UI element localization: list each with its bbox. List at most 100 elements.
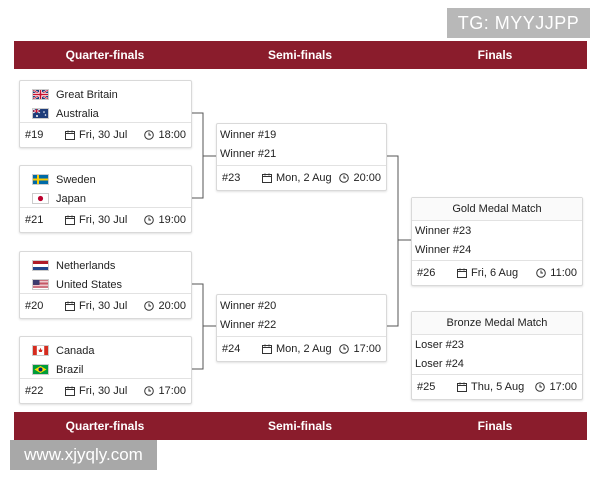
clock-icon (536, 268, 547, 278)
clock-icon (144, 215, 155, 225)
match-meta: #25 Thu, 5 Aug 17:00 (412, 374, 582, 399)
match-time: 11:00 (536, 267, 577, 279)
team-row: Winner #24 (412, 240, 582, 259)
match-card-20[interactable]: Netherlands United States #20 Fri, 30 Ju… (19, 251, 192, 319)
calendar-icon (262, 344, 272, 354)
flag-canada-icon (32, 345, 49, 356)
flag-australia-icon (32, 108, 49, 119)
stage-label-semifinals: Semi-finals (267, 48, 333, 62)
match-date-text: Fri, 6 Aug (471, 267, 519, 279)
match-time-text: 20:00 (158, 300, 186, 312)
match-number: #21 (25, 214, 44, 226)
match-time-text: 20:00 (353, 172, 381, 184)
team-row: Winner #23 (412, 221, 582, 240)
calendar-icon (65, 386, 75, 396)
match-date: Fri, 30 Jul (65, 129, 127, 141)
match-meta: #21 Fri, 30 Jul 19:00 (20, 207, 191, 232)
team-name: United States (56, 278, 123, 291)
match-time-text: 11:00 (550, 267, 577, 279)
match-time-text: 18:00 (158, 129, 186, 141)
calendar-icon (457, 268, 467, 278)
match-date: Thu, 5 Aug (457, 381, 524, 393)
match-time: 17:00 (535, 381, 577, 393)
flag-united-states-icon (32, 279, 49, 290)
flag-sweden-icon (32, 174, 49, 185)
match-time-text: 17:00 (549, 381, 577, 393)
match-date-text: Fri, 30 Jul (79, 214, 128, 226)
match-meta: #20 Fri, 30 Jul 20:00 (20, 293, 191, 318)
match-time-text: 17:00 (158, 385, 186, 397)
match-card-23[interactable]: Winner #19 Winner #21 #23 Mon, 2 Aug 20:… (216, 123, 387, 191)
team-name: Canada (56, 344, 95, 357)
calendar-icon (457, 382, 467, 392)
team-row: Australia (20, 104, 191, 123)
team-name: Netherlands (56, 259, 116, 272)
team-row: Loser #23 (412, 335, 582, 354)
team-name: Great Britain (56, 88, 118, 101)
match-date: Mon, 2 Aug (262, 343, 332, 355)
gold-medal-match-title: Gold Medal Match (412, 198, 582, 221)
team-row: Winner #21 (217, 144, 386, 163)
team-name: Australia (56, 107, 99, 120)
match-time-text: 17:00 (353, 343, 381, 355)
team-row: Sweden (20, 170, 191, 189)
flag-netherlands-icon (32, 260, 49, 271)
calendar-icon (65, 215, 75, 225)
team-row: Winner #19 (217, 125, 386, 144)
match-date: Fri, 30 Jul (65, 214, 127, 226)
team-name: Winner #23 (415, 224, 472, 237)
bronze-medal-match-title: Bronze Medal Match (412, 312, 582, 335)
match-date: Fri, 30 Jul (65, 300, 127, 312)
match-card-24[interactable]: Winner #20 Winner #22 #24 Mon, 2 Aug 17:… (216, 294, 387, 362)
team-name: Winner #24 (415, 243, 472, 256)
match-time: 18:00 (144, 129, 186, 141)
match-time: 20:00 (339, 172, 381, 184)
team-name: Brazil (56, 363, 84, 376)
match-meta: #23 Mon, 2 Aug 20:00 (217, 165, 386, 190)
stage-label-quarterfinals: Quarter-finals (65, 419, 145, 433)
match-time: 17:00 (144, 385, 186, 397)
match-time: 20:00 (144, 300, 186, 312)
match-card-19[interactable]: Great Britain Australia #19 Fri, 30 Jul … (19, 80, 192, 148)
flag-brazil-icon (32, 364, 49, 375)
match-number: #23 (222, 172, 241, 184)
clock-icon (535, 382, 546, 392)
match-card-26-gold[interactable]: Gold Medal Match Winner #23 Winner #24 #… (411, 197, 583, 286)
match-date: Fri, 30 Jul (65, 385, 127, 397)
team-row: United States (20, 275, 191, 294)
match-meta: #26 Fri, 6 Aug 11:00 (412, 260, 582, 285)
match-number: #26 (417, 267, 436, 279)
calendar-icon (65, 130, 75, 140)
stage-header-top: Quarter-finals Semi-finals Finals (14, 41, 587, 69)
clock-icon (144, 130, 155, 140)
clock-icon (144, 386, 155, 396)
match-card-22[interactable]: Canada Brazil #22 Fri, 30 Jul 17:00 (19, 336, 192, 404)
team-row: Winner #22 (217, 315, 386, 334)
flag-great-britain-icon (32, 89, 49, 100)
match-card-21[interactable]: Sweden Japan #21 Fri, 30 Jul 19:00 (19, 165, 192, 233)
stage-label-finals: Finals (477, 419, 513, 433)
team-row: Netherlands (20, 256, 191, 275)
team-name: Winner #21 (220, 147, 277, 160)
watermark-bottom: www.xjyqly.com (10, 440, 157, 470)
clock-icon (339, 344, 350, 354)
match-date: Fri, 6 Aug (457, 267, 518, 279)
match-time: 17:00 (339, 343, 381, 355)
match-date: Mon, 2 Aug (262, 172, 332, 184)
match-time: 19:00 (144, 214, 186, 226)
team-row: Canada (20, 341, 191, 360)
match-card-25-bronze[interactable]: Bronze Medal Match Loser #23 Loser #24 #… (411, 311, 583, 400)
team-row: Loser #24 (412, 354, 582, 373)
match-date-text: Mon, 2 Aug (276, 172, 332, 184)
match-date-text: Mon, 2 Aug (276, 343, 332, 355)
stage-label-semifinals: Semi-finals (267, 419, 333, 433)
match-number: #24 (222, 343, 241, 355)
match-number: #22 (25, 385, 44, 397)
stage-label-finals: Finals (477, 48, 513, 62)
team-row: Winner #20 (217, 296, 386, 315)
match-number: #20 (25, 300, 44, 312)
team-row: Brazil (20, 360, 191, 379)
team-row: Japan (20, 189, 191, 208)
match-meta: #19 Fri, 30 Jul 18:00 (20, 122, 191, 147)
match-date-text: Fri, 30 Jul (79, 385, 128, 397)
